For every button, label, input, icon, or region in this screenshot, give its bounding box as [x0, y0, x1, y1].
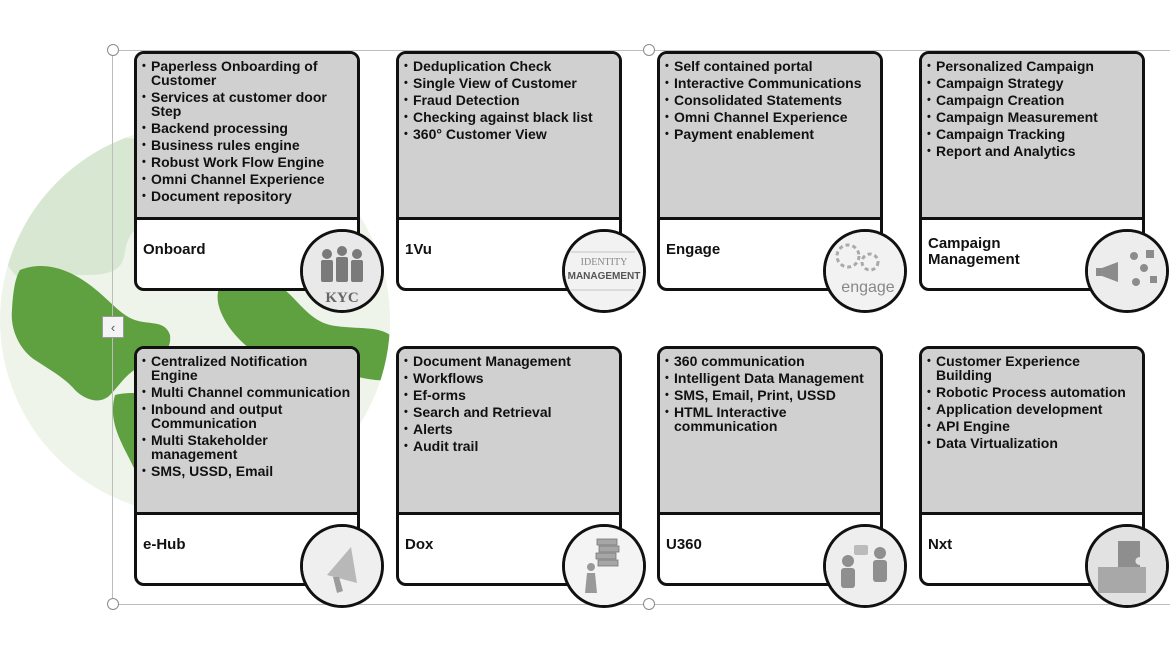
card-title: U360 — [666, 536, 702, 553]
feature-item: Personalized Campaign — [927, 59, 1138, 73]
feature-item: Consolidated Statements — [665, 93, 876, 107]
feature-item: Search and Retrieval — [404, 405, 615, 419]
svg-text:engage: engage — [841, 279, 894, 296]
svg-text:IDENTITY: IDENTITY — [581, 257, 628, 268]
card-dox: Document Management Workflows Ef-orms Se… — [396, 346, 646, 608]
feature-item: Workflows — [404, 371, 615, 385]
card-nxt: Customer Experience Building Robotic Pro… — [919, 346, 1169, 608]
feature-item: Checking against black list — [404, 110, 615, 124]
feature-item: Single View of Customer — [404, 76, 615, 90]
resize-handle-top-left[interactable] — [107, 44, 119, 56]
card-title: Engage — [666, 241, 721, 258]
card-title: Dox — [405, 536, 434, 553]
feature-item: Business rules engine — [142, 138, 353, 152]
feature-item: Campaign Strategy — [927, 76, 1138, 90]
feature-list: Centralized Notification Engine Multi Ch… — [142, 354, 353, 478]
feature-item: Campaign Creation — [927, 93, 1138, 107]
feature-item: Document Management — [404, 354, 615, 368]
feature-item: Document repository — [142, 189, 353, 203]
feature-item: Omni Channel Experience — [142, 172, 353, 186]
card-features-panel: Personalized Campaign Campaign Strategy … — [922, 54, 1142, 220]
feature-list: Customer Experience Building Robotic Pro… — [927, 354, 1138, 450]
kyc-icon: KYC — [300, 229, 384, 313]
feature-list: Deduplication Check Single View of Custo… — [404, 59, 615, 141]
engage-gears-icon: engage — [823, 229, 907, 313]
feature-item: Application development — [927, 402, 1138, 416]
megaphone-campaign-icon — [1085, 229, 1169, 313]
feature-item: Alerts — [404, 422, 615, 436]
feature-list: Personalized Campaign Campaign Strategy … — [927, 59, 1138, 158]
feature-item: 360° Customer View — [404, 127, 615, 141]
feature-item: API Engine — [927, 419, 1138, 433]
svg-text:KYC: KYC — [325, 290, 358, 306]
resize-handle-bottom-left[interactable] — [107, 598, 119, 610]
communication-people-icon — [823, 524, 907, 608]
card-onboard: Paperless Onboarding of Customer Service… — [134, 51, 384, 313]
card-title: Onboard — [143, 241, 206, 258]
feature-item: Self contained portal — [665, 59, 876, 73]
feature-list: Paperless Onboarding of Customer Service… — [142, 59, 353, 203]
card-features-panel: 360 communication Intelligent Data Manag… — [660, 349, 880, 515]
feature-item: Multi Channel communication — [142, 385, 353, 399]
feature-item: 360 communication — [665, 354, 876, 368]
feature-list: Self contained portal Interactive Commun… — [665, 59, 876, 141]
svg-text:MANAGEMENT: MANAGEMENT — [568, 271, 641, 282]
card-features-panel: Document Management Workflows Ef-orms Se… — [399, 349, 619, 515]
card-features-panel: Centralized Notification Engine Multi Ch… — [137, 349, 357, 515]
card-title: e-Hub — [143, 536, 186, 553]
identity-management-icon: IDENTITY MANAGEMENT — [562, 229, 646, 313]
card-1vu: Deduplication Check Single View of Custo… — [396, 51, 646, 313]
feature-item: Audit trail — [404, 439, 615, 453]
megaphone-icon — [300, 524, 384, 608]
feature-item: Robust Work Flow Engine — [142, 155, 353, 169]
feature-item: SMS, USSD, Email — [142, 464, 353, 478]
feature-item: Omni Channel Experience — [665, 110, 876, 124]
card-title: Nxt — [928, 536, 953, 553]
feature-item: Fraud Detection — [404, 93, 615, 107]
document-stack-icon — [562, 524, 646, 608]
feature-item: Multi Stakeholder management — [142, 433, 353, 461]
feature-item: Campaign Tracking — [927, 127, 1138, 141]
resize-handle-top-middle[interactable] — [643, 44, 655, 56]
feature-list: 360 communication Intelligent Data Manag… — [665, 354, 876, 433]
card-features-panel: Deduplication Check Single View of Custo… — [399, 54, 619, 220]
card-e-hub: Centralized Notification Engine Multi Ch… — [134, 346, 384, 608]
card-title: 1Vu — [405, 241, 432, 258]
feature-item: Intelligent Data Management — [665, 371, 876, 385]
feature-item: Interactive Communications — [665, 76, 876, 90]
card-features-panel: Self contained portal Interactive Commun… — [660, 54, 880, 220]
feature-item: Payment enablement — [665, 127, 876, 141]
feature-item: HTML Interactive communication — [665, 405, 876, 433]
feature-item: Paperless Onboarding of Customer — [142, 59, 353, 87]
feature-item: Customer Experience Building — [927, 354, 1138, 382]
feature-item: Inbound and output Communication — [142, 402, 353, 430]
feature-item: SMS, Email, Print, USSD — [665, 388, 876, 402]
feature-item: Data Virtualization — [927, 436, 1138, 450]
feature-item: Services at customer door Step — [142, 90, 353, 118]
card-campaign-management: Personalized Campaign Campaign Strategy … — [919, 51, 1169, 313]
collapse-pane-button[interactable]: ‹ — [102, 316, 124, 338]
resize-handle-bottom-middle[interactable] — [643, 598, 655, 610]
puzzle-pieces-icon — [1085, 524, 1169, 608]
card-features-panel: Paperless Onboarding of Customer Service… — [137, 54, 357, 220]
feature-item: Ef-orms — [404, 388, 615, 402]
feature-list: Document Management Workflows Ef-orms Se… — [404, 354, 615, 453]
card-features-panel: Customer Experience Building Robotic Pro… — [922, 349, 1142, 515]
chevron-left-icon: ‹ — [110, 319, 116, 335]
card-engage: Self contained portal Interactive Commun… — [657, 51, 907, 313]
feature-item: Robotic Process automation — [927, 385, 1138, 399]
feature-item: Backend processing — [142, 121, 353, 135]
feature-item: Campaign Measurement — [927, 110, 1138, 124]
card-title: Campaign Management — [928, 235, 1020, 268]
feature-item: Centralized Notification Engine — [142, 354, 353, 382]
feature-item: Deduplication Check — [404, 59, 615, 73]
feature-item: Report and Analytics — [927, 144, 1138, 158]
card-u360: 360 communication Intelligent Data Manag… — [657, 346, 907, 608]
